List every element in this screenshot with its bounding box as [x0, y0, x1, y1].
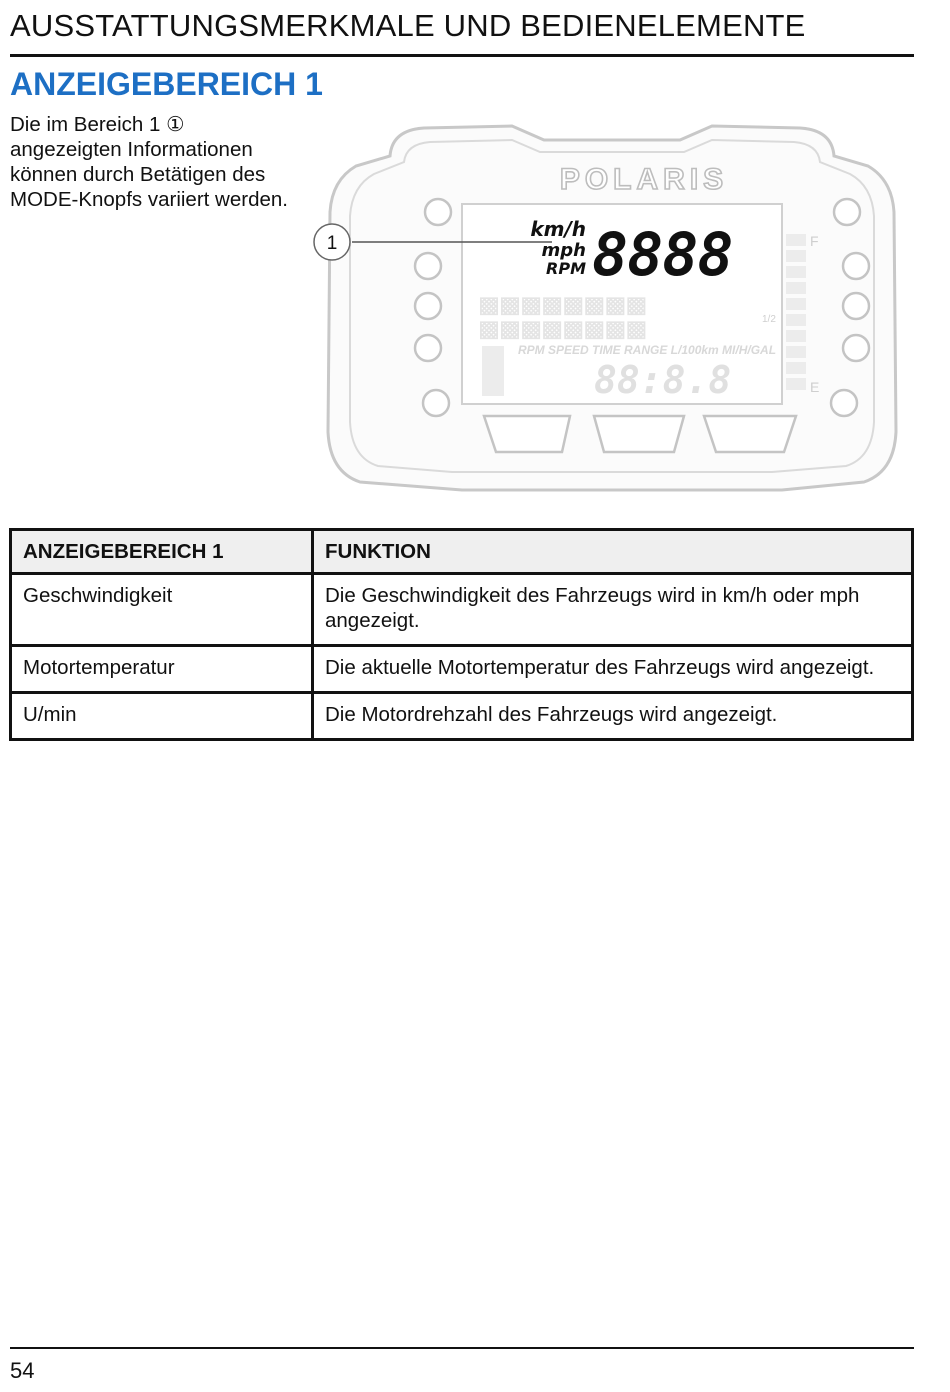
table-row: Motortemperatur Die aktuelle Motortemper… [9, 644, 914, 694]
bottom-button [592, 414, 686, 454]
table-cell-function: Die aktuelle Motortemperatur des Fahrzeu… [311, 644, 914, 694]
fuel-full-label: F [810, 233, 819, 249]
table-row: Geschwindigkeit Die Geschwindigkeit des … [9, 572, 914, 647]
speed-digits: 8888 [592, 220, 733, 290]
svg-text:▩▩▩▩▩▩▩▩: ▩▩▩▩▩▩▩▩ [480, 311, 649, 346]
section-title: ANZEIGEBEREICH 1 [10, 66, 323, 102]
table-cell-function: Die Geschwindigkeit des Fahrzeugs wird i… [311, 572, 914, 647]
unit-mph: mph [542, 240, 586, 261]
table-cell-display: Motortemperatur [9, 644, 314, 694]
side-button [413, 251, 443, 281]
callout-circle [313, 223, 351, 261]
info-labels: RPM SPEED TIME RANGE L/100km MI/H/GAL [518, 343, 776, 357]
side-button [413, 291, 443, 321]
bottom-button [702, 414, 798, 454]
table-cell-function: Die Motordrehzahl des Fahrzeugs wird ang… [311, 691, 914, 741]
table-row: U/min Die Motordrehzahl des Fahrzeugs wi… [9, 691, 914, 741]
side-button [841, 333, 871, 363]
table-cell-display: Geschwindigkeit [9, 572, 314, 647]
column-header: ANZEIGEBEREICH 1 [9, 528, 314, 575]
fuel-half-label: 1/2 [762, 314, 776, 325]
intro-paragraph: Die im Bereich 1 ① angezeigten Informati… [10, 113, 288, 211]
side-button [841, 291, 871, 321]
side-button [832, 197, 862, 227]
page-number: 54 [10, 1358, 35, 1383]
side-button [841, 251, 871, 281]
footer-divider [10, 1347, 914, 1349]
page-header-title: AUSSTATTUNGSMERKMALE UND BEDIENELEMENTE [10, 8, 806, 43]
unit-kmh: km/h [530, 217, 586, 241]
side-button [421, 388, 451, 418]
info-table: ANZEIGEBEREICH 1 FUNKTION Geschwindigkei… [9, 528, 914, 741]
side-button [829, 388, 859, 418]
table-header-row: ANZEIGEBEREICH 1 FUNKTION [9, 528, 914, 575]
svg-text:▩▩▩▩▩▩▩▩: ▩▩▩▩▩▩▩▩ [480, 287, 649, 322]
header-divider [10, 54, 914, 57]
table-cell-display: U/min [9, 691, 314, 741]
side-button [423, 197, 453, 227]
column-header: FUNKTION [311, 528, 914, 575]
polaris-brand-text: POLARIS [560, 163, 728, 196]
lower-digits: 88:8.8 [594, 358, 731, 402]
side-button [413, 333, 443, 363]
unit-rpm: RPM [546, 259, 586, 278]
callout-number: 1 [327, 233, 338, 254]
instrument-cluster-figure: POLARIS km/h mph RPM 8888 ▩▩▩▩▩▩▩▩ ▩▩▩▩▩… [312, 116, 912, 500]
fuel-empty-label: E [810, 379, 819, 395]
bottom-button [482, 414, 572, 454]
